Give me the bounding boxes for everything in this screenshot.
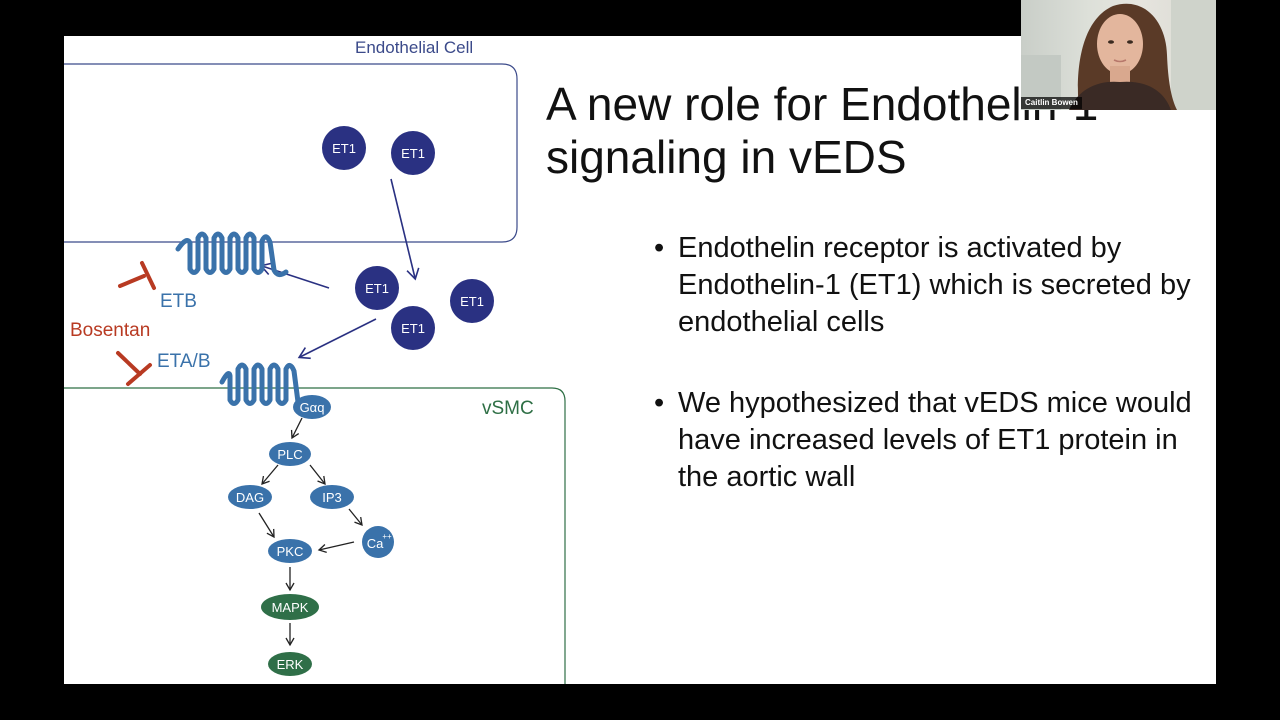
svg-text:ET1: ET1 (401, 146, 425, 161)
bullet-list: Endothelin receptor is activated by Endo… (654, 230, 1194, 496)
svg-text:PKC: PKC (277, 544, 304, 559)
bosentan-label: Bosentan (70, 320, 150, 341)
participant-video-icon (1021, 0, 1216, 110)
etab-label: ETA/B (157, 351, 211, 372)
endothelial-cell-outline (64, 63, 518, 243)
et1-ligand: ET1 (391, 131, 435, 175)
node-ca: Ca ++ (362, 526, 394, 558)
slide-title: A new role for Endothelin-1 signaling in… (546, 78, 1099, 183)
bullet-item: Endothelin receptor is activated by Endo… (654, 230, 1194, 341)
endothelin-pathway-diagram: Endothelial Cell vSMC ET1 ET1 ET1 ET1 ET… (64, 38, 566, 684)
svg-text:ET1: ET1 (401, 321, 425, 336)
etab-binding-arrow (297, 318, 377, 360)
et1-ligand: ET1 (391, 306, 435, 350)
svg-text:ET1: ET1 (460, 294, 484, 309)
node-gaq: Gαq (293, 395, 331, 419)
svg-text:PLC: PLC (277, 447, 302, 462)
svg-text:ET1: ET1 (365, 281, 389, 296)
svg-text:Gαq: Gαq (300, 400, 325, 415)
et1-ligand: ET1 (322, 126, 366, 170)
etb-receptor (175, 231, 289, 278)
cascade-arrows (258, 417, 363, 647)
vsmc-label: vSMC (482, 398, 534, 419)
slide: Endothelial Cell vSMC ET1 ET1 ET1 ET1 ET… (64, 36, 1216, 684)
etab-receptor (219, 362, 313, 410)
node-ip3: IP3 (310, 485, 354, 509)
et1-ligand: ET1 (450, 279, 494, 323)
svg-text:Ca: Ca (367, 536, 384, 551)
endothelial-cell-label: Endothelial Cell (355, 38, 473, 57)
svg-text:++: ++ (382, 532, 392, 541)
node-dag: DAG (228, 485, 272, 509)
etb-label: ETB (160, 291, 197, 312)
bullet-item: We hypothesized that vEDS mice would hav… (654, 385, 1194, 496)
node-erk: ERK (268, 652, 312, 676)
svg-text:DAG: DAG (236, 490, 264, 505)
participant-video-tile[interactable]: Caitlin Bowen (1021, 0, 1216, 110)
vsmc-outline (64, 387, 566, 684)
participant-name-label: Caitlin Bowen (1021, 97, 1082, 109)
node-plc: PLC (269, 442, 311, 466)
etab-inhibition-bar (116, 351, 152, 386)
node-pkc: PKC (268, 539, 312, 563)
svg-text:MAPK: MAPK (272, 600, 309, 615)
node-mapk: MAPK (261, 594, 319, 620)
svg-text:ET1: ET1 (332, 141, 356, 156)
et1-ligand: ET1 (355, 266, 399, 310)
etb-inhibition-bar (118, 261, 156, 290)
svg-text:ERK: ERK (277, 657, 304, 672)
svg-text:IP3: IP3 (322, 490, 342, 505)
secretion-arrow (390, 178, 420, 281)
